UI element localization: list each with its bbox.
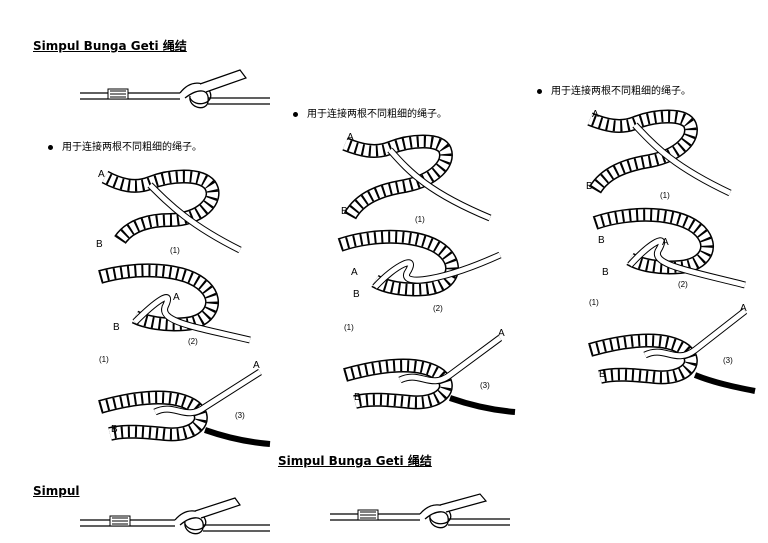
label-a: A xyxy=(347,132,354,143)
bullet-left-text: 用于连接两根不同粗细的绳子。 xyxy=(62,142,202,153)
label-a: A xyxy=(253,360,260,371)
knot-step-2-right: A B B (2) xyxy=(592,207,746,289)
label-a: A xyxy=(662,237,669,248)
knot-step-2-left: A B (2) xyxy=(98,263,251,346)
label-b: B xyxy=(586,181,593,192)
label-a: A xyxy=(351,267,358,278)
label-b: B xyxy=(602,267,609,278)
label-b: B xyxy=(113,322,120,333)
bullet-left: 用于连接两根不同粗细的绳子。 xyxy=(48,138,202,153)
bullet-center-text: 用于连接两根不同粗细的绳子。 xyxy=(307,109,447,120)
step-number: (2) xyxy=(678,280,688,289)
label-b: B xyxy=(353,289,360,300)
step-number: (3) xyxy=(723,356,733,365)
label-a: A xyxy=(592,109,599,120)
step-number: (1) xyxy=(660,191,670,200)
step-number: (2) xyxy=(188,337,198,346)
label-a: A xyxy=(98,169,105,180)
step-number: (3) xyxy=(480,381,490,390)
bullet-dot xyxy=(293,112,298,117)
step-number: (1) xyxy=(99,355,109,364)
knot-step-2-center: A B (2) xyxy=(337,229,502,313)
label-a: A xyxy=(498,328,505,339)
step-number: (2) xyxy=(433,304,443,313)
page-title-top: Simpul Bunga Geti 绳结 xyxy=(33,39,187,53)
bullet-dot xyxy=(48,145,53,150)
label-b: B xyxy=(341,206,348,217)
label-b: B xyxy=(599,369,606,380)
knot-step-3-right: (1) A B (3) xyxy=(588,298,756,394)
label-a: A xyxy=(173,292,180,303)
step-number: (1) xyxy=(415,215,425,224)
label-a: A xyxy=(740,303,747,314)
finished-knot-illustration-bottom-left xyxy=(80,497,270,535)
bullet-right-text: 用于连接两根不同粗细的绳子。 xyxy=(551,86,691,97)
page-title-bottom-partial: Simpul xyxy=(33,484,80,498)
knot-step-3-center: (1) A B (3) xyxy=(343,323,516,415)
label-b: B xyxy=(111,424,118,435)
knot-step-1-left: A B (1) xyxy=(96,169,242,255)
bullet-right: 用于连接两根不同粗细的绳子。 xyxy=(537,82,691,97)
label-b: B xyxy=(598,235,605,246)
step-number: (1) xyxy=(170,246,180,255)
step-number: (1) xyxy=(589,298,599,307)
knot-step-3-left: (1) A B (3) xyxy=(98,355,271,447)
knot-step-1-right: A B (1) xyxy=(586,109,732,200)
label-b: B xyxy=(354,392,361,403)
step-number: (1) xyxy=(344,323,354,332)
bullet-center: 用于连接两根不同粗细的绳子。 xyxy=(293,105,447,120)
finished-knot-illustration-bottom-center xyxy=(330,493,510,529)
label-b: B xyxy=(96,239,103,250)
bullet-dot xyxy=(537,89,542,94)
finished-knot-illustration-top xyxy=(80,69,270,109)
step-number: (3) xyxy=(235,411,245,420)
page-title-middle: Simpul Bunga Geti 绳结 xyxy=(278,454,432,468)
knot-step-1-center: A B (1) xyxy=(341,132,492,224)
